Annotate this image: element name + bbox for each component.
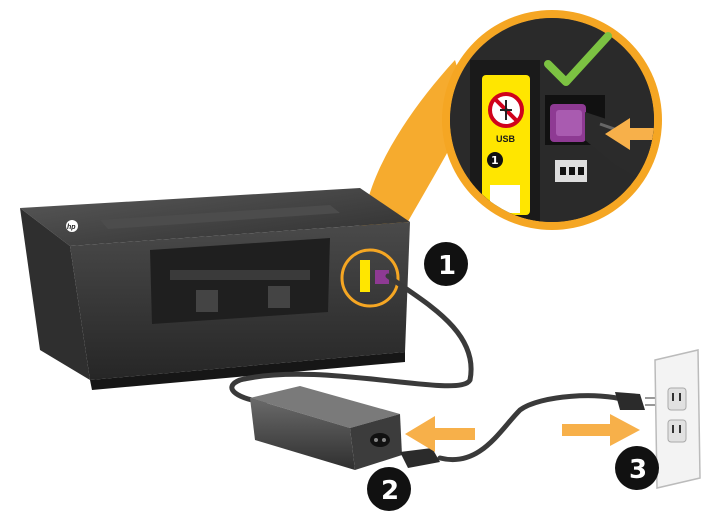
hp-logo: hp [67,224,76,231]
arrow-right-icon [562,414,640,446]
arrow-right-icon [405,416,475,452]
power-adapter-icon [250,386,402,470]
usb-label-text: USB [496,134,516,144]
wall-plug [615,392,660,410]
step-number-1: 1 [438,251,456,281]
printer-icon: hp [20,188,410,390]
wall-outlet-icon [655,350,700,488]
step-badge-2: 2 [367,467,411,511]
step-badge-1: 1 [424,242,468,286]
zoom-step-number: 1 [491,154,499,167]
step-number-2: 2 [381,476,399,506]
no-usb-icon [490,94,522,126]
step-badge-3: 3 [615,446,659,490]
step-number-3: 3 [629,455,647,485]
zoom-detail: USB 1 [440,10,680,240]
